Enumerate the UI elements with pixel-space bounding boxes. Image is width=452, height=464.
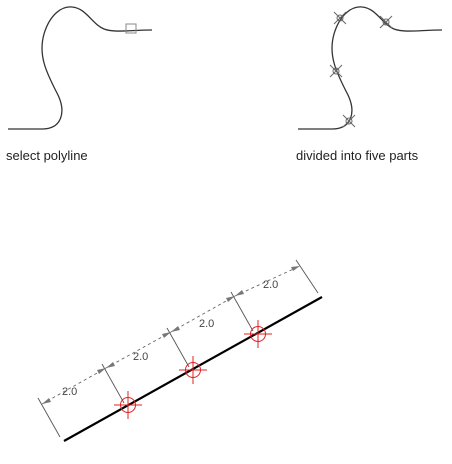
polyline-divided-figure [298,7,442,129]
measure-figure: 2.0 2.0 2.0 2.0 [38,260,322,441]
point-marker-icon [114,391,142,419]
caption-select-polyline: select polyline [6,148,88,163]
node-marker-icon [343,115,355,127]
node-marker-icon [334,12,346,24]
dimension-label: 2.0 [199,318,214,330]
polyline-select-figure [8,7,152,129]
node-marker-icon [330,65,342,77]
dimension-label: 2.0 [263,279,278,291]
pickbox-icon [126,24,136,33]
node-marker-icon [380,16,392,28]
dimension-label: 2.0 [133,351,148,363]
polyline-curve-divided [298,7,442,129]
point-marker-icon [244,320,272,348]
dimension-label: 2.0 [62,386,77,398]
caption-divided-five-parts: divided into five parts [296,148,418,163]
polyline-curve[interactable] [8,7,152,129]
point-marker-icon [179,356,207,384]
